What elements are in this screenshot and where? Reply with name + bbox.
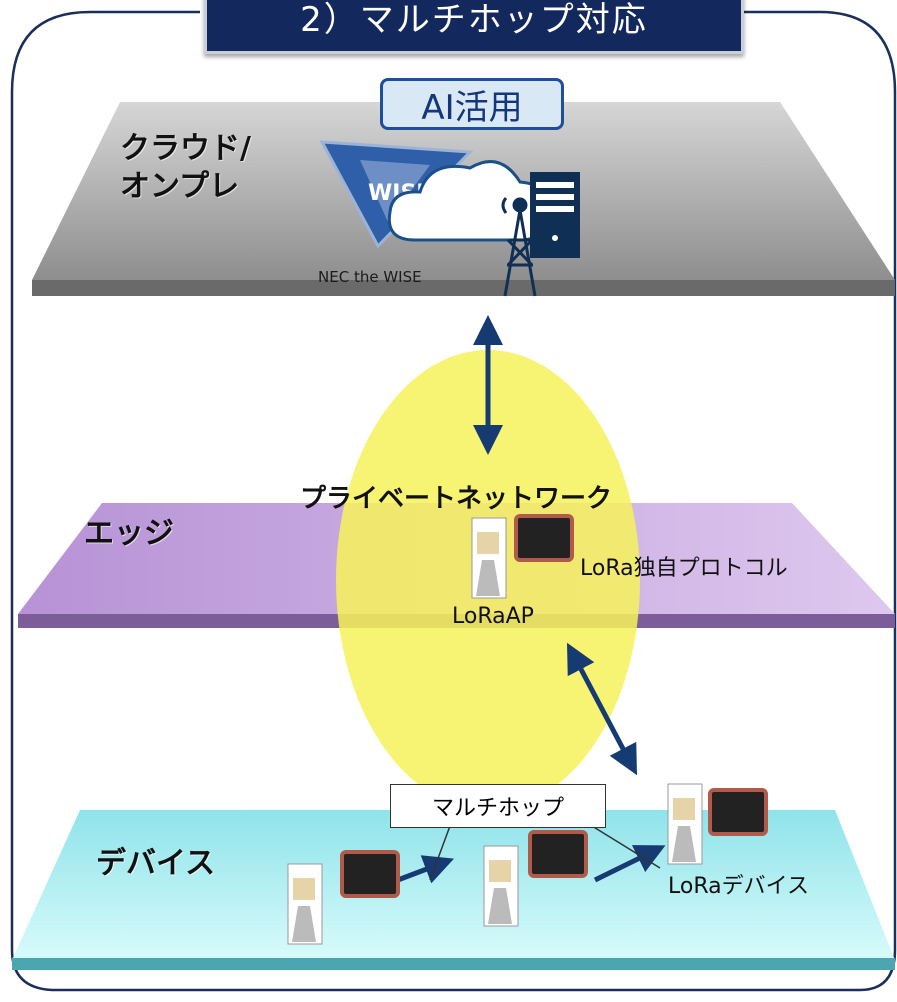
ai-usage-label: AI活用 (380, 78, 564, 130)
nec-the-wise-text: NEC the WISE (318, 268, 422, 286)
lora-device-2 (483, 830, 588, 927)
edge-device-arrow (566, 642, 638, 776)
lora-protocol-label: LoRa独自プロトコル (580, 556, 788, 581)
private-network-label: プライベートネットワーク (300, 484, 613, 514)
lora-ap-label: LoRaAP (452, 604, 534, 629)
antenna-tower-icon (501, 197, 539, 297)
callout-pointer-right (591, 825, 661, 869)
edge-layer-label: エッジ (84, 516, 174, 551)
page-title: 2）マルチホップ対応 (204, 0, 744, 54)
lora-device-3 (667, 783, 768, 865)
lora-device-1 (287, 850, 400, 945)
multihop-callout: マルチホップ (390, 784, 606, 828)
outer-frame (10, 10, 897, 992)
device-layer-label: デバイス (96, 846, 216, 881)
cloud-layer-label: クラウド/ オンプレ (120, 131, 251, 204)
lora-ap-device (471, 514, 574, 599)
lora-device-label: LoRaデバイス (668, 874, 809, 899)
callout-pointer-left (429, 825, 451, 881)
server-icon (530, 172, 580, 258)
